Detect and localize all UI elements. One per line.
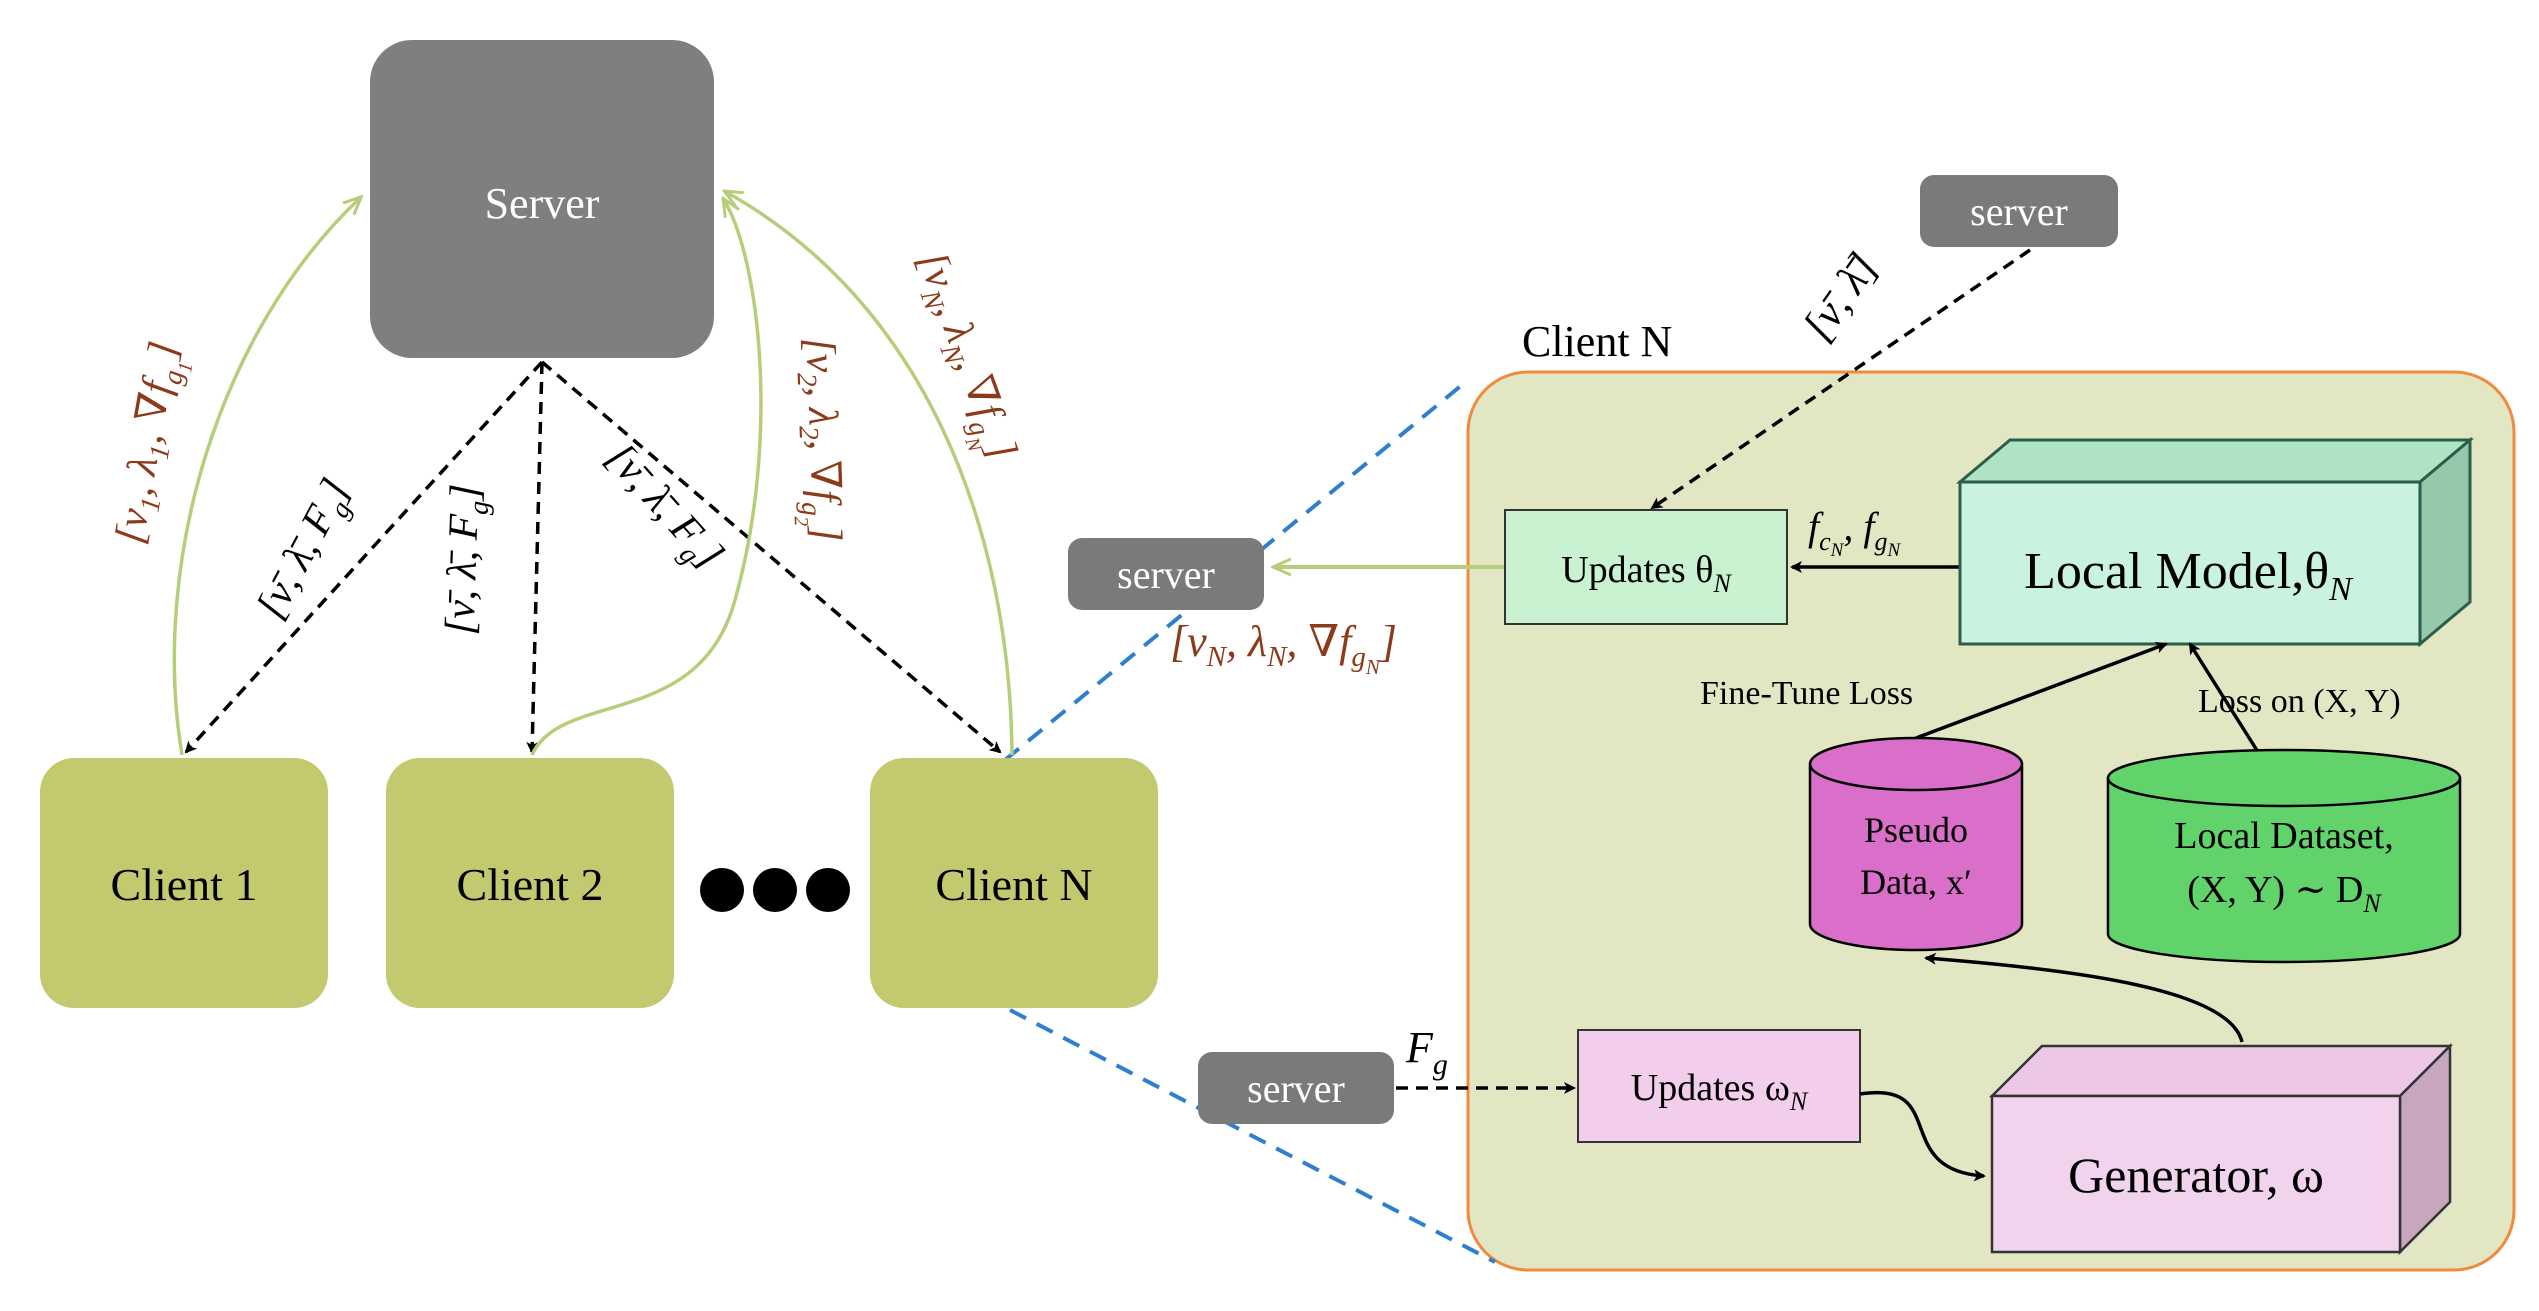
server-tag-top-label: server xyxy=(1970,189,2068,234)
client-n-label: Client N xyxy=(935,859,1092,910)
pseudo-data-cylinder xyxy=(1808,736,2024,952)
zoom-line-bottom xyxy=(1009,1008,1496,1264)
pseudo-data-line1: Pseudo xyxy=(1864,810,1968,850)
top-server-label: [ν̄, λ̄] xyxy=(1793,244,1888,350)
client-2-node xyxy=(386,758,674,1008)
generator-to-pseudo-arrow xyxy=(1924,952,2244,1043)
updates-theta-label: Updates θN xyxy=(1561,549,1732,598)
client-n-node xyxy=(870,758,1158,1008)
server-to-updates-theta-arrow xyxy=(1650,248,2031,510)
generator-box xyxy=(1988,1042,2454,1256)
svg-text:[ν̄, λ̄, Fg]: [ν̄, λ̄, Fg] xyxy=(437,483,495,636)
updates-omega-label: Updates ωN xyxy=(1631,1067,1809,1116)
server-tag-left-label: server xyxy=(1117,552,1215,597)
ellipsis-icon xyxy=(700,868,850,912)
broadcast-arrow-client-1 xyxy=(184,360,544,754)
server-label: Server xyxy=(485,179,600,228)
client-1-label: Client 1 xyxy=(111,859,258,910)
upload-arrow-client-1 xyxy=(172,198,360,756)
generator-label: Generator, ω xyxy=(2068,1147,2324,1203)
upload-label-2: [ν2, λ2, ∇fg2] xyxy=(783,337,850,543)
local-model-label: Local Model,θN xyxy=(2024,543,2354,608)
client-2-label: Client 2 xyxy=(457,859,604,910)
client-1-node xyxy=(40,758,328,1008)
fg-label: Fg xyxy=(1405,1023,1448,1081)
svg-text:[ν1, λ1, ∇fg1]: [ν1, λ1, ∇fg1] xyxy=(107,338,201,550)
svg-text:[ν̄, λ̄, Fg]: [ν̄, λ̄, Fg] xyxy=(248,471,366,629)
upload-label-n: [νN, λN, ∇fgN] xyxy=(896,246,1026,470)
local-model-box xyxy=(1955,436,2475,648)
updates-theta-box xyxy=(1504,509,1788,625)
broadcast-arrow-client-2 xyxy=(526,361,544,754)
server-tag-bottom-label: server xyxy=(1247,1066,1345,1111)
upload-arrow-client-n xyxy=(726,192,1014,756)
svg-text:[ν̄, λ̄, Fg]: [ν̄, λ̄, Fg] xyxy=(592,435,733,583)
broadcast-label-2: [ν̄, λ̄, Fg] xyxy=(437,483,495,636)
server-tag-bottom xyxy=(1198,1052,1394,1124)
upload-arrow-client-2 xyxy=(530,200,763,756)
fine-tune-arrow xyxy=(1915,641,2168,740)
updates-omega-box xyxy=(1577,1029,1861,1143)
svg-text:[ν̄, λ̄]: [ν̄, λ̄] xyxy=(1793,244,1888,350)
local-dataset-line1: Local Dataset, xyxy=(2174,815,2393,857)
upload-label-1: [ν1, λ1, ∇fg1] xyxy=(107,338,201,550)
broadcast-label-1: [ν̄, λ̄, Fg] xyxy=(248,471,366,629)
panel-title: Client N xyxy=(1522,317,1672,366)
zoom-line-top xyxy=(1003,378,1470,762)
server-tag-top xyxy=(1920,175,2118,247)
svg-text:[νN, λN, ∇fgN]: [νN, λN, ∇fgN] xyxy=(896,246,1026,470)
pseudo-data-line2: Data, x′ xyxy=(1860,862,1972,902)
upload-out-label: [νN, λN, ∇fgN] xyxy=(1170,617,1397,679)
loss-on-label: Loss on (X, Y) xyxy=(2198,683,2401,720)
server-tag-left xyxy=(1068,538,1264,610)
local-dataset-line2: (X, Y) ∼ DN xyxy=(2187,869,2382,918)
local-dataset-cylinder xyxy=(2106,748,2462,964)
fine-tune-loss-label: Fine-Tune Loss xyxy=(1700,675,1913,712)
svg-text:[ν2, λ2, ∇fg2]: [ν2, λ2, ∇fg2] xyxy=(783,337,849,543)
broadcast-label-3: [ν̄, λ̄, Fg] xyxy=(592,435,733,583)
updates-omega-to-generator-arrow xyxy=(1859,1090,1986,1182)
loss-on-arrow xyxy=(2188,642,2260,753)
broadcast-arrow-client-n xyxy=(540,360,1002,754)
server-node xyxy=(370,40,714,358)
